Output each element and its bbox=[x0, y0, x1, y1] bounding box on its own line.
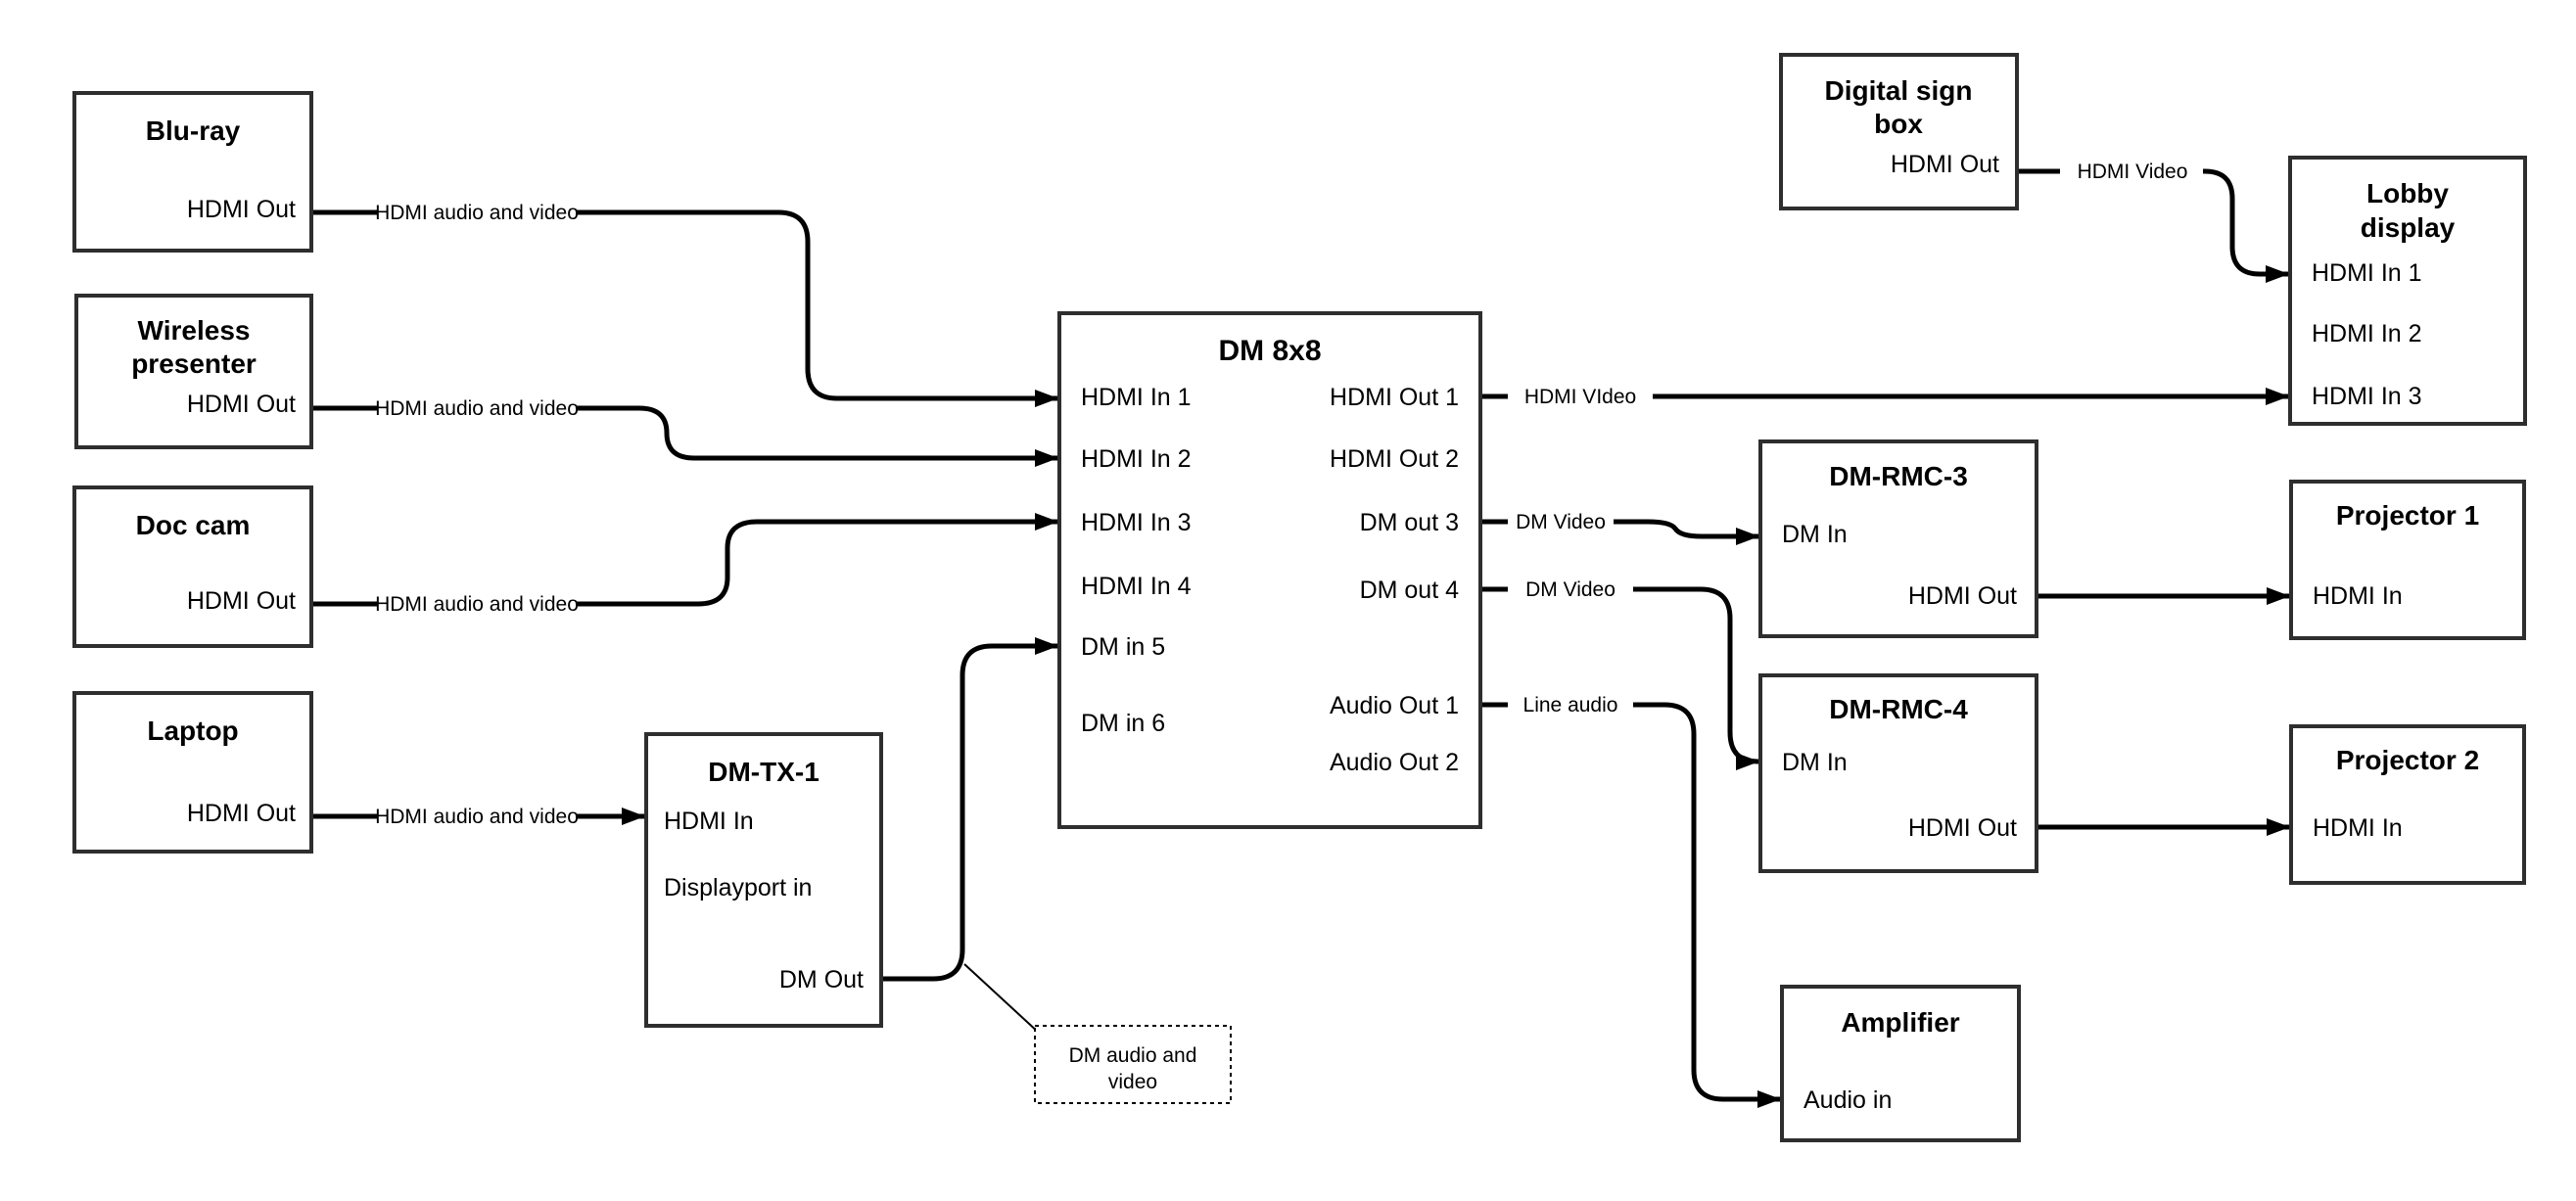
port-projector1-hdmi-in: HDMI In bbox=[2313, 582, 2403, 610]
edge-label-bluray: HDMI audio and video bbox=[375, 202, 579, 224]
port-lobby-hdmi-in-1: HDMI In 1 bbox=[2312, 259, 2422, 287]
node-projector1-box bbox=[2289, 480, 2526, 640]
node-dmrmc4-title: DM-RMC-4 bbox=[1829, 694, 1968, 724]
node-wireless-presenter: Wireless presenter HDMI Out bbox=[74, 294, 313, 449]
port-dmtx1-hdmi-in: HDMI In bbox=[664, 808, 754, 835]
node-bluray: Blu-ray HDMI Out bbox=[72, 91, 313, 253]
node-amplifier: Amplifier Audio in bbox=[1780, 985, 2021, 1142]
port-dmrmc3-hdmi-out: HDMI Out bbox=[1908, 582, 2017, 610]
port-wireless-hdmi-out: HDMI Out bbox=[187, 391, 296, 418]
port-bluray-hdmi-out: HDMI Out bbox=[187, 196, 296, 223]
node-dm8x8-box bbox=[1057, 311, 1482, 829]
edge-label-line-audio: Line audio bbox=[1523, 694, 1618, 716]
node-dm8x8: DM 8x8 HDMI In 1 HDMI In 2 HDMI In 3 HDM… bbox=[1057, 311, 1482, 829]
node-dmrmc3-title: DM-RMC-3 bbox=[1829, 461, 1968, 491]
edge-label-dm-video-3: DM Video bbox=[1516, 511, 1606, 533]
edge-label-doccam: HDMI audio and video bbox=[375, 593, 579, 616]
callout-box bbox=[1034, 1025, 1232, 1104]
edge-label-dm-video-4: DM Video bbox=[1525, 578, 1616, 601]
port-dm8x8-dm-in-5: DM in 5 bbox=[1081, 633, 1165, 661]
callout-dm-audio-video: DM audio and video bbox=[1034, 1025, 1232, 1104]
port-dmtx1-dm-out: DM Out bbox=[779, 966, 864, 993]
port-lobby-hdmi-in-3: HDMI In 3 bbox=[2312, 383, 2422, 410]
node-projector1: Projector 1 HDMI In bbox=[2289, 480, 2526, 640]
node-projector2: Projector 2 HDMI In bbox=[2289, 724, 2526, 885]
callout-text-line2: video bbox=[1108, 1071, 1157, 1093]
edge-label-hdmi-video-out1: HDMI VIdeo bbox=[1524, 386, 1636, 408]
port-dm8x8-dm-out-4: DM out 4 bbox=[1360, 577, 1460, 604]
port-dmrmc3-dm-in: DM In bbox=[1782, 521, 1848, 548]
callout-text-line1: DM audio and bbox=[1069, 1044, 1197, 1067]
wire-doccam-dm8x8 bbox=[577, 513, 1058, 607]
port-amplifier-audio-in: Audio in bbox=[1803, 1086, 1892, 1114]
wire-bluray-dm8x8 bbox=[577, 209, 1058, 407]
port-dm8x8-hdmi-in-3: HDMI In 3 bbox=[1081, 509, 1192, 536]
node-digital-sign-rect bbox=[1779, 53, 2019, 210]
node-wireless-title-line1: Wireless bbox=[138, 315, 251, 346]
node-doccam: Doc cam HDMI Out bbox=[72, 485, 313, 648]
port-dm8x8-dm-out-3: DM out 3 bbox=[1360, 509, 1459, 536]
port-dm8x8-hdmi-in-2: HDMI In 2 bbox=[1081, 445, 1192, 473]
node-doccam-title: Doc cam bbox=[136, 510, 251, 540]
wire-wireless-dm8x8 bbox=[577, 405, 1058, 467]
node-dmtx1-box bbox=[644, 732, 883, 1028]
port-lobby-hdmi-in-2: HDMI In 2 bbox=[2312, 320, 2422, 347]
node-dmtx1: DM-TX-1 HDMI In Displayport in DM Out bbox=[644, 732, 883, 1028]
edge-label-laptop: HDMI audio and video bbox=[375, 806, 579, 828]
node-dmrmc4: DM-RMC-4 DM In HDMI Out bbox=[1758, 673, 2038, 873]
node-dmrmc4-box bbox=[1758, 673, 2038, 873]
wire-digitalsign-lobby bbox=[2203, 168, 2289, 283]
node-dmrmc3-box bbox=[1758, 439, 2038, 638]
port-dm8x8-audio-out-2: Audio Out 2 bbox=[1330, 749, 1459, 776]
edge-labels: HDMI audio and video HDMI audio and vide… bbox=[375, 161, 2187, 828]
port-dmrmc4-dm-in: DM In bbox=[1782, 749, 1848, 776]
node-digital-sign-box: Digital sign box HDMI Out bbox=[1779, 53, 2019, 210]
port-dmrmc4-hdmi-out: HDMI Out bbox=[1908, 814, 2017, 842]
port-dmtx1-displayport-in: Displayport in bbox=[664, 874, 812, 901]
node-dm8x8-title: DM 8x8 bbox=[1218, 335, 1321, 367]
node-amplifier-title: Amplifier bbox=[1841, 1007, 1959, 1038]
port-dm8x8-hdmi-out-2: HDMI Out 2 bbox=[1330, 445, 1459, 473]
port-dm8x8-hdmi-out-1: HDMI Out 1 bbox=[1330, 384, 1459, 411]
wire-dmout3-dmrmc3 bbox=[1614, 519, 1759, 545]
port-laptop-hdmi-out: HDMI Out bbox=[187, 800, 296, 827]
edge-label-hdmi-video-sign: HDMI Video bbox=[2078, 161, 2188, 183]
node-lobby-title-line1: Lobby bbox=[2366, 178, 2449, 208]
node-laptop-box bbox=[72, 691, 313, 854]
node-wireless-box bbox=[74, 294, 313, 449]
node-projector2-box bbox=[2289, 724, 2526, 885]
node-dmtx1-title: DM-TX-1 bbox=[708, 757, 820, 787]
port-digital-sign-hdmi-out: HDMI Out bbox=[1891, 151, 1999, 178]
port-doccam-hdmi-out: HDMI Out bbox=[187, 587, 296, 615]
wire-dmtx1-dm8x8 bbox=[881, 637, 1058, 982]
port-dm8x8-audio-out-1: Audio Out 1 bbox=[1330, 692, 1459, 719]
node-digital-sign-title-line2: box bbox=[1874, 109, 1923, 139]
node-lobby-display: Lobby display HDMI In 1 HDMI In 2 HDMI I… bbox=[2288, 156, 2527, 426]
callout-pointer-line bbox=[963, 963, 1041, 1035]
edge-label-wireless: HDMI audio and video bbox=[375, 397, 579, 420]
port-dm8x8-dm-in-6: DM in 6 bbox=[1081, 710, 1165, 737]
node-lobby-title-line2: display bbox=[2361, 212, 2456, 243]
node-projector1-title: Projector 1 bbox=[2336, 500, 2479, 531]
wires bbox=[311, 168, 2290, 1108]
wire-audioout1-amplifier bbox=[1633, 702, 1781, 1108]
node-laptop-title: Laptop bbox=[147, 716, 238, 746]
node-laptop: Laptop HDMI Out bbox=[72, 691, 313, 854]
node-lobby-box bbox=[2288, 156, 2527, 426]
node-bluray-title: Blu-ray bbox=[146, 115, 241, 146]
node-digital-sign-title-line1: Digital sign bbox=[1825, 75, 1973, 106]
port-dm8x8-hdmi-in-4: HDMI In 4 bbox=[1081, 573, 1192, 600]
node-wireless-title-line2: presenter bbox=[131, 348, 257, 379]
wire-dmout4-dmrmc4 bbox=[1633, 586, 1759, 770]
node-doccam-box bbox=[72, 485, 313, 648]
node-dmrmc3: DM-RMC-3 DM In HDMI Out bbox=[1758, 439, 2038, 638]
port-dm8x8-hdmi-in-1: HDMI In 1 bbox=[1081, 384, 1192, 411]
node-bluray-box bbox=[72, 91, 313, 253]
node-projector2-title: Projector 2 bbox=[2336, 745, 2479, 775]
port-projector2-hdmi-in: HDMI In bbox=[2313, 814, 2403, 842]
node-amplifier-box bbox=[1780, 985, 2021, 1142]
